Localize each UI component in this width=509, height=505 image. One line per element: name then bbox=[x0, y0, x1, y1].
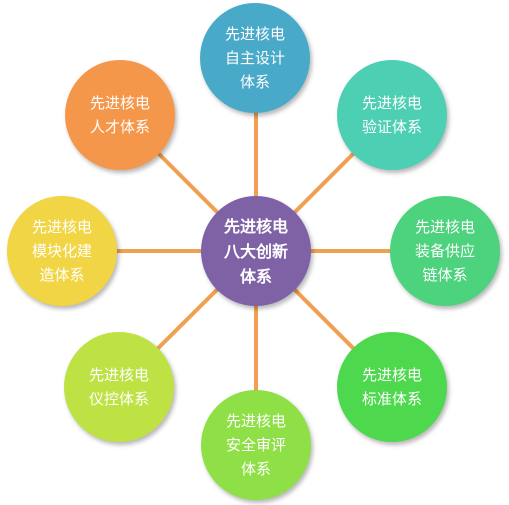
node-supply: 先进核电 装备供应 链体系 bbox=[390, 196, 500, 306]
node-standard-label: 先进核电 标准体系 bbox=[361, 366, 422, 408]
node-modular: 先进核电 模块化建 造体系 bbox=[7, 196, 117, 306]
node-supply-label: 先进核电 装备供应 链体系 bbox=[414, 218, 475, 284]
center-node: 先进核电 八大创新 体系 bbox=[201, 196, 311, 306]
node-verify: 先进核电 验证体系 bbox=[337, 60, 447, 170]
center-node-label: 先进核电 八大创新 体系 bbox=[223, 216, 288, 286]
node-design: 先进核电 自主设计 体系 bbox=[200, 3, 310, 113]
node-safety-label: 先进核电 安全审评 体系 bbox=[225, 412, 286, 478]
node-talent: 先进核电 人才体系 bbox=[65, 60, 175, 170]
node-talent-label: 先进核电 人才体系 bbox=[89, 94, 150, 136]
node-standard: 先进核电 标准体系 bbox=[337, 332, 447, 442]
node-design-label: 先进核电 自主设计 体系 bbox=[224, 25, 285, 91]
node-control-label: 先进核电 仪控体系 bbox=[88, 366, 149, 408]
node-verify-label: 先进核电 验证体系 bbox=[361, 94, 422, 136]
node-modular-label: 先进核电 模块化建 造体系 bbox=[31, 218, 92, 284]
node-control: 先进核电 仪控体系 bbox=[64, 332, 174, 442]
node-safety: 先进核电 安全审评 体系 bbox=[201, 390, 311, 500]
